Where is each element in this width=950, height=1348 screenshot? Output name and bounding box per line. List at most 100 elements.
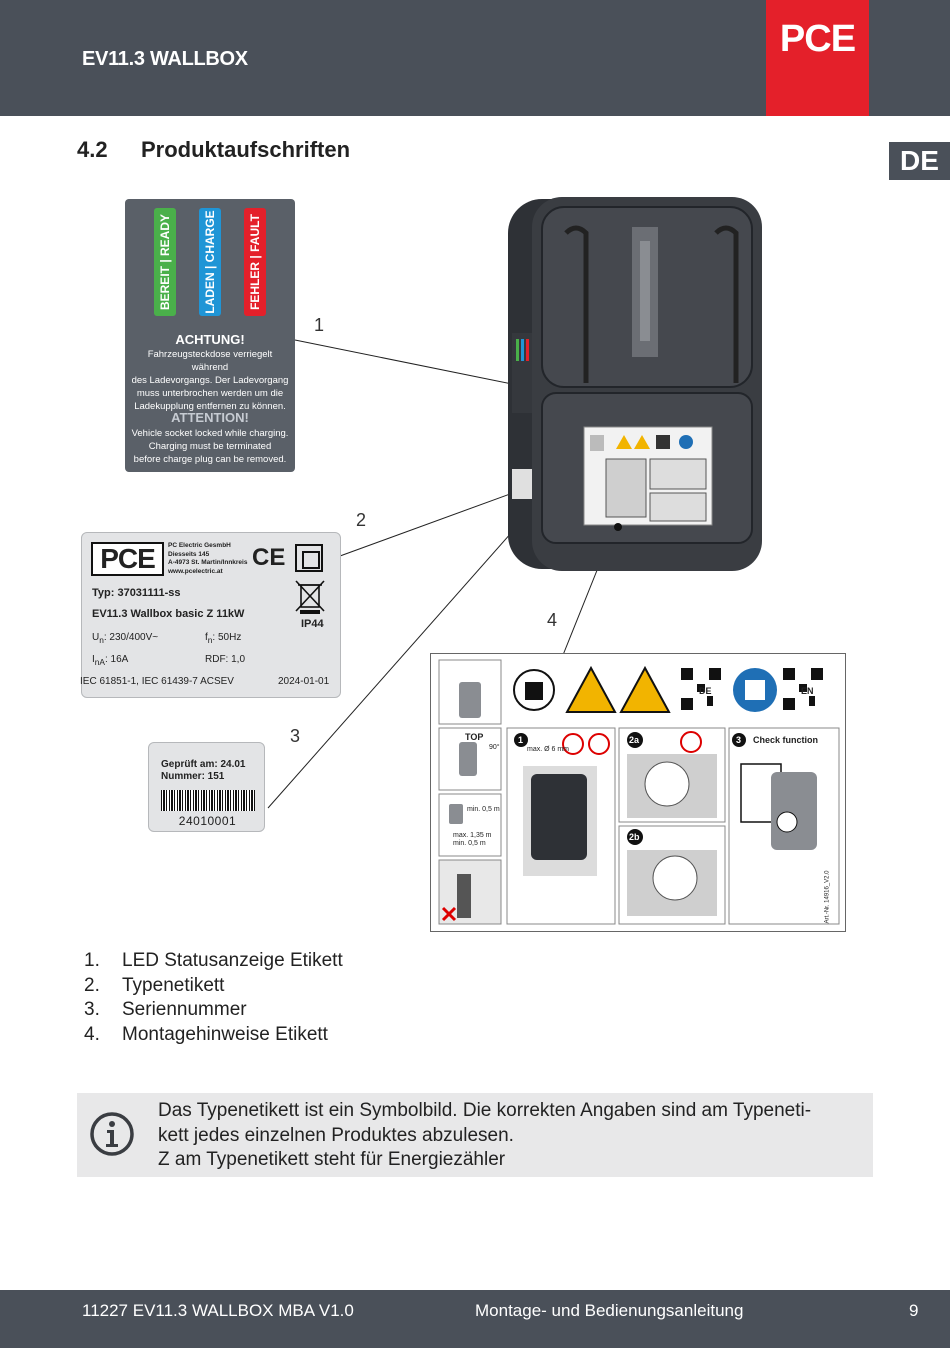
- serial-label: Geprüft am: 24.01 Nummer: 151 24010001: [148, 742, 265, 832]
- callout-4: 4: [547, 610, 558, 630]
- section-number: 4.2: [77, 137, 108, 162]
- step-1-marker: 1: [518, 735, 524, 745]
- ina-subscript: nA: [94, 657, 105, 667]
- weee-bin-icon: [293, 579, 327, 619]
- list-item: 2. Typenetikett: [84, 974, 343, 999]
- production-date: 2024-01-01: [278, 676, 330, 687]
- list-item: 3. Seriennummer: [84, 998, 343, 1023]
- info-note: Das Typenetikett ist ein Symbolbild. Die…: [77, 1093, 873, 1177]
- serial-number: 24010001: [178, 814, 237, 828]
- list-number: 3.: [84, 999, 100, 1020]
- un-subscript: n: [99, 635, 104, 645]
- de-line: Ladekupplung entfernen zu können.: [134, 401, 286, 412]
- wallbox-illustration: [506, 193, 766, 573]
- en-warning-text: Vehicle socket locked while charging. Ch…: [131, 427, 289, 466]
- barcode: [161, 790, 255, 811]
- list-item: 1. LED Statusanzeige Etikett: [84, 949, 343, 974]
- de-warning-heading: ACHTUNG!: [175, 332, 245, 347]
- callout-2: 2: [356, 510, 367, 530]
- fn-symbol: f: [205, 632, 208, 643]
- ip-rating: IP44: [301, 618, 324, 630]
- type-label: PCE PC Electric GesmbH Diesseits 145 A-4…: [80, 532, 341, 698]
- address-line: Diesseits 145: [168, 550, 210, 558]
- ready-text: BEREIT | READY: [158, 213, 172, 311]
- ready-indicator: BEREIT | READY: [154, 208, 176, 316]
- info-line: kett jedes einzelnen Produktes abzulesen…: [158, 1124, 514, 1146]
- label-legend-list: 1. LED Statusanzeige Etikett 2. Typenetike…: [84, 949, 343, 1047]
- list-number: 1.: [84, 950, 100, 971]
- un-value: : 230/400V~: [103, 632, 159, 643]
- charge-indicator: LADEN | CHARGE: [199, 208, 221, 316]
- manufacturer-address: PC Electric GesmbH Diesseits 145 A-4973 …: [168, 542, 247, 576]
- footer-document-type: Montage- und Bedienungsanleitung: [475, 1301, 744, 1320]
- list-number: 4.: [84, 1023, 100, 1045]
- de-line: Fahrzeugsteckdose verriegelt während: [147, 349, 273, 373]
- list-text: Typenetikett: [122, 974, 225, 996]
- callout-1: 1: [314, 315, 325, 335]
- angle-marker: 90°: [489, 744, 500, 751]
- qr-en-label: EN: [801, 686, 814, 696]
- address-line: A-4973 St. Martin/Innkreis: [168, 559, 248, 566]
- mounting-height-min: min. 0,5 m: [453, 840, 486, 847]
- norms: IEC 61851-1, IEC 61439-7 ACSEV: [80, 676, 234, 687]
- type-number: Typ: 37031111-ss: [92, 587, 181, 599]
- nominal-current: InA: 16A: [92, 654, 128, 667]
- step-2b-marker: 2b: [629, 832, 640, 842]
- info-line: Das Typenetikett ist ein Symbolbild. Die…: [158, 1100, 812, 1121]
- fn-subscript: n: [207, 635, 213, 645]
- un-symbol: U: [92, 632, 100, 643]
- led-status-label: BEREIT | READY LADEN | CHARGE FEHLER | F…: [125, 199, 295, 472]
- fault-text: FEHLER | FAULT: [248, 214, 262, 310]
- check-number: Nummer: 151: [161, 771, 225, 782]
- callout-3: 3: [290, 726, 301, 746]
- ina-symbol: I: [92, 654, 95, 665]
- ina-value: : 16A: [104, 654, 129, 665]
- de-line: muss unterbrochen werden um die: [136, 388, 284, 399]
- drill-size: max. Ø 6 mm: [527, 746, 570, 753]
- check-function-title: Check function: [753, 735, 819, 745]
- list-item: 4. Montagehinweise Etikett: [84, 1023, 343, 1048]
- language-badge: DE: [889, 142, 950, 180]
- address-line: www.pcelectric.at: [168, 567, 223, 575]
- list-text: Seriennummer: [122, 999, 247, 1020]
- en-warning-heading: ATTENTION!: [171, 410, 249, 425]
- rated-diversity-factor: RDF: 1,0: [205, 654, 246, 665]
- en-line: Vehicle socket locked while charging.: [131, 428, 289, 439]
- pce-logo: PCE: [766, 0, 869, 116]
- de-warning-text: Fahrzeugsteckdose verriegelt während des…: [131, 348, 289, 413]
- fn-value: : 50Hz: [212, 632, 242, 643]
- nominal-voltage: Un: 230/400V~: [92, 632, 158, 645]
- list-number: 2.: [84, 974, 100, 996]
- header-title: EV11.3 WALLBOX: [82, 48, 248, 70]
- step-2a-marker: 2a: [629, 735, 640, 745]
- page-footer: 11227 EV11.3 WALLBOX MBA V1.0 Montage- u…: [0, 1290, 950, 1348]
- qr-de-label: DE: [699, 686, 712, 696]
- de-line: des Ladevorgangs. Der Ladevorgang: [131, 375, 289, 386]
- page-number: 9: [909, 1301, 919, 1320]
- en-line: Charging must be terminated: [148, 441, 272, 452]
- page-header: EV11.3 WALLBOX PCE: [0, 0, 950, 116]
- article-number: Art.-Nr. 14916_V2.0: [824, 870, 831, 924]
- list-text: LED Statusanzeige Etikett: [122, 950, 343, 971]
- section-title: Produktaufschriften: [141, 137, 351, 162]
- min-distance: min. 0,5 m: [467, 806, 500, 813]
- info-line: Z am Typenetikett steht für Energiezähle…: [158, 1149, 506, 1170]
- ce-mark: CE: [252, 544, 286, 571]
- nominal-frequency: fn: 50Hz: [205, 632, 241, 645]
- address-line: PC Electric GesmbH: [168, 542, 231, 549]
- step-3-marker: 3: [736, 735, 742, 745]
- list-text: Montagehinweise Etikett: [122, 1023, 328, 1045]
- info-text: Das Typenetikett ist ein Symbolbild. Die…: [158, 1099, 863, 1173]
- mounting-height-max: max. 1,35 m: [453, 832, 492, 839]
- en-line: before charge plug can be removed.: [133, 454, 287, 465]
- mounting-instructions-label: TOP 90° max. Ø 6 mm min. 0,5 m max. 1,35…: [430, 653, 846, 932]
- model-name: EV11.3 Wallbox basic Z 11kW: [92, 608, 245, 620]
- checked-date: Geprüft am: 24.01: [161, 759, 246, 770]
- info-icon: [90, 1112, 134, 1156]
- footer-document-id: 11227 EV11.3 WALLBOX MBA V1.0: [82, 1301, 354, 1320]
- fault-indicator: FEHLER | FAULT: [244, 208, 266, 316]
- double-insulation-icon: [295, 544, 323, 572]
- charge-text: LADEN | CHARGE: [203, 210, 217, 314]
- type-label-logo: PCE: [91, 542, 164, 576]
- top-marker: TOP: [465, 732, 484, 742]
